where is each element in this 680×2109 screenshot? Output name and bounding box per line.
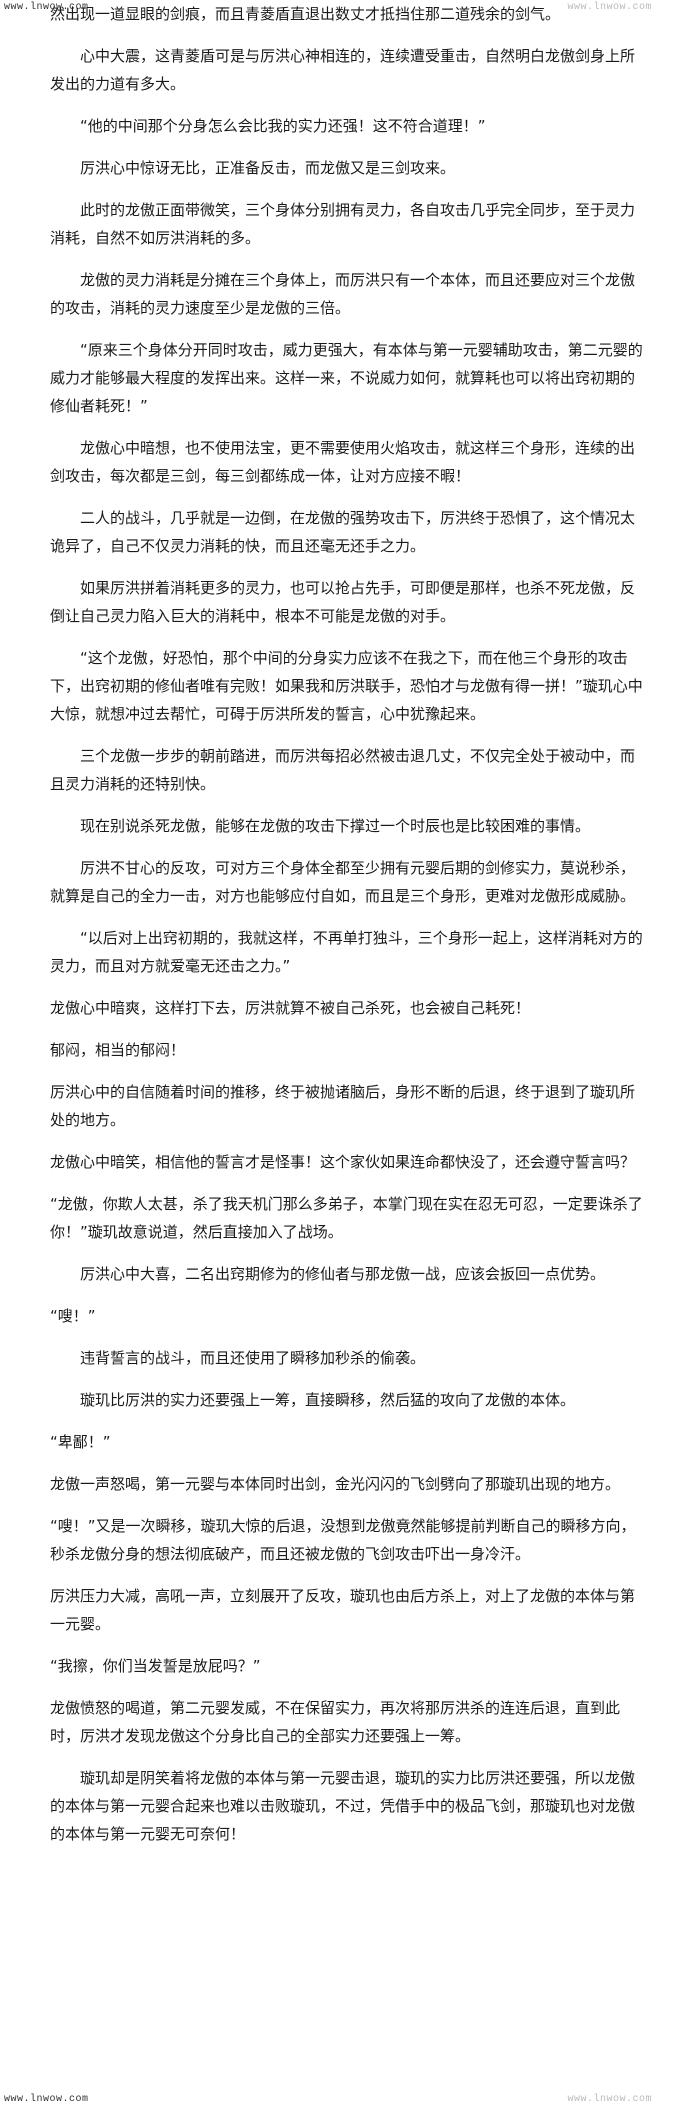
paragraph-29: “我擦，你们当发誓是放屁吗？” — [50, 1657, 261, 1675]
paragraph-7: “原来三个身体分开同时攻击，威力更强大，有本体与第一元婴辅助攻击，第二元婴的威力… — [50, 341, 643, 415]
paragraph-13: 现在别说杀死龙傲，能够在龙傲的攻击下撑过一个时辰也是比较困难的事情。 — [80, 817, 591, 835]
paragraph-25: “卑鄙！” — [50, 1433, 111, 1451]
paragraph-24: 璇玑比厉洪的实力还要强上一筹，直接瞬移，然后猛的攻向了龙傲的本体。 — [80, 1391, 576, 1409]
paragraph-26: 龙傲一声怒喝，第一元婴与本体同时出剑，金光闪闪的飞剑劈向了那璇玑出现的地方。 — [50, 1475, 621, 1493]
paragraph-15: “以后对上出窍初期的，我就这样，不再单打独斗，三个身形一起上，这样消耗对方的灵力… — [50, 929, 643, 975]
paragraph-21: 厉洪心中大喜，二名出窍期修为的修仙者与那龙傲一战，应该会扳回一点优势。 — [80, 1265, 606, 1283]
paragraph-5: 此时的龙傲正面带微笑，三个身体分别拥有灵力，各自攻击几乎完全同步，至于灵力消耗，… — [50, 201, 636, 247]
paragraph-31: 璇玑却是阴笑着将龙傲的本体与第一元婴击退，璇玑的实力比厉洪还要强，所以龙傲的本体… — [50, 1769, 636, 1843]
paragraph-4: 厉洪心中惊讶无比，正准备反击，而龙傲又是三剑攻来。 — [80, 159, 456, 177]
paragraph-23: 违背誓言的战斗，而且还使用了瞬移加秒杀的偷袭。 — [80, 1349, 426, 1367]
watermark-bottom-right: www.lnwow.com — [567, 2094, 652, 2105]
paragraph-2: 心中大震，这青菱盾可是与厉洪心神相连的，连续遭受重击，自然明白龙傲剑身上所发出的… — [50, 47, 636, 93]
paragraph-8: 龙傲心中暗想，也不使用法宝，更不需要使用火焰攻击，就这样三个身形，连续的出剑攻击… — [50, 439, 636, 485]
paragraph-3: “他的中间那个分身怎么会比我的实力还强！这不符合道理！” — [80, 117, 486, 135]
article-body: 然出现一道显眼的剑痕，而且青菱盾直退出数丈才抵挡住那二道残余的剑气。 心中大震，… — [50, 5, 648, 1848]
paragraph-1: 然出现一道显眼的剑痕，而且青菱盾直退出数丈才抵挡住那二道残余的剑气。 — [50, 5, 561, 23]
paragraph-19: 龙傲心中暗笑，相信他的誓言才是怪事！这个家伙如果连命都快没了，还会遵守誓言吗？ — [50, 1153, 636, 1171]
paragraph-16: 龙傲心中暗爽，这样打下去，厉洪就算不被自己杀死，也会被自己耗死！ — [50, 999, 531, 1017]
paragraph-10: 如果厉洪拼着消耗更多的灵力，也可以抢占先手，可即便是那样，也杀不死龙傲，反倒让自… — [50, 579, 636, 625]
watermark-bottom-left: www.lnwow.com — [4, 2094, 89, 2105]
paragraph-14: 厉洪不甘心的反攻，可对方三个身体全都至少拥有元婴后期的剑修实力，莫说秒杀，就算是… — [50, 859, 636, 905]
paragraph-17: 郁闷，相当的郁闷！ — [50, 1041, 186, 1059]
paragraph-22: “嗖！” — [50, 1307, 96, 1325]
watermark-top-left: www.lnwow.com — [4, 2, 89, 13]
paragraph-9: 二人的战斗，几乎就是一边倒，在龙傲的强势攻击下，厉洪终于恐惧了，这个情况太诡异了… — [50, 509, 636, 555]
watermark-top-right: www.lnwow.com — [567, 2, 652, 13]
paragraph-18: 厉洪心中的自信随着时间的推移，终于被抛诸脑后，身形不断的后退，终于退到了璇玑所处… — [50, 1083, 636, 1129]
paragraph-20: “龙傲，你欺人太甚，杀了我天机门那么多弟子，本掌门现在实在忍无可忍，一定要诛杀了… — [50, 1195, 643, 1241]
paragraph-6: 龙傲的灵力消耗是分摊在三个身体上，而厉洪只有一个本体，而且还要应对三个龙傲的攻击… — [50, 271, 636, 317]
paragraph-27: “嗖！”又是一次瞬移，璇玑大惊的后退，没想到龙傲竟然能够提前判断自己的瞬移方向，… — [50, 1517, 636, 1563]
paragraph-12: 三个龙傲一步步的朝前踏进，而厉洪每招必然被击退几丈，不仅完全处于被动中，而且灵力… — [50, 747, 636, 793]
paragraph-28: 厉洪压力大减，高吼一声，立刻展开了反攻，璇玑也由后方杀上，对上了龙傲的本体与第一… — [50, 1587, 636, 1633]
paragraph-30: 龙傲愤怒的喝道，第二元婴发威，不在保留实力，再次将那厉洪杀的连连后退，直到此时，… — [50, 1699, 621, 1745]
paragraph-11: “这个龙傲，好恐怕，那个中间的分身实力应该不在我之下，而在他三个身形的攻击下，出… — [50, 649, 643, 723]
